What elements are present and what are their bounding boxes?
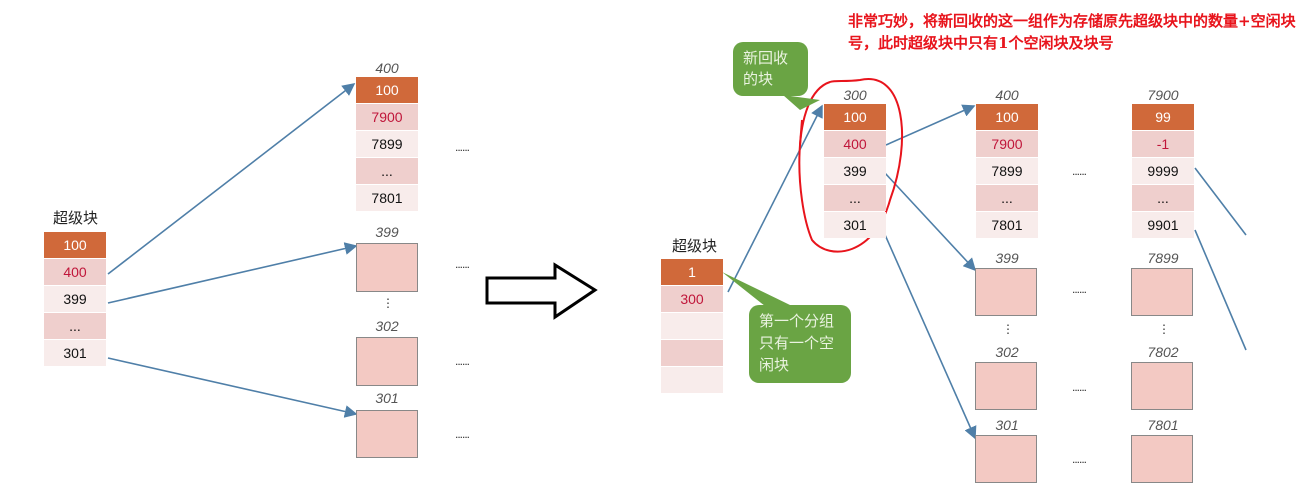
cell: 100 xyxy=(976,104,1038,130)
arrow-399 xyxy=(107,242,358,304)
arrow-group-399 xyxy=(883,171,977,272)
cell: 301 xyxy=(824,212,886,238)
block-label: 7802 xyxy=(1147,344,1179,360)
vdots: ⋮ xyxy=(382,296,394,310)
block-label: 399 xyxy=(995,250,1019,266)
cell: ... xyxy=(976,185,1038,211)
arrow-301 xyxy=(107,357,358,418)
arrow-400 xyxy=(107,83,356,275)
cell: 7801 xyxy=(356,185,418,211)
superblock-title: 超级块 xyxy=(672,238,718,255)
block-label: 301 xyxy=(995,417,1019,433)
cell: 9901 xyxy=(1132,212,1194,238)
block-label: 302 xyxy=(375,318,399,334)
callout-first-group: 第一个分组只有一个空闲块 xyxy=(749,305,851,383)
cell xyxy=(661,340,723,366)
callout-new-block: 新回收的块 xyxy=(733,42,808,96)
group-label: 7900 xyxy=(1147,87,1179,103)
red-note: 非常巧妙，将新回收的这一组作为存储原先超级块中的数量+空闲块号，此时超级块中只有… xyxy=(848,12,1296,52)
block-box xyxy=(1131,268,1193,316)
cell: ... xyxy=(356,158,418,184)
group-label: 400 xyxy=(375,60,399,76)
ellipsis: ...... xyxy=(1072,452,1087,466)
cell: 7899 xyxy=(356,131,418,157)
block-box xyxy=(975,435,1037,483)
cell: 301 xyxy=(44,340,106,366)
block-box xyxy=(975,362,1037,410)
block-label: 302 xyxy=(995,344,1019,360)
cell: 100 xyxy=(44,232,106,258)
vdots: ⋮ xyxy=(1158,322,1170,336)
cell: 9999 xyxy=(1132,158,1194,184)
cell xyxy=(661,367,723,393)
cell: ... xyxy=(44,313,106,339)
cell: -1 xyxy=(1132,131,1194,157)
block-box xyxy=(356,337,418,386)
cell: 399 xyxy=(44,286,106,312)
cell: 99 xyxy=(1132,104,1194,130)
block-box xyxy=(356,243,418,292)
cell: 400 xyxy=(824,131,886,157)
superblock-title: 超级块 xyxy=(53,210,99,227)
cell: 399 xyxy=(824,158,886,184)
ellipsis: ...... xyxy=(455,427,470,441)
vdots: ⋮ xyxy=(1002,322,1014,336)
block-label: 7899 xyxy=(1147,250,1179,266)
cell: 7900 xyxy=(976,131,1038,157)
cell xyxy=(661,313,723,339)
block-label: 301 xyxy=(375,390,399,406)
cell: 100 xyxy=(356,77,418,103)
group-label: 300 xyxy=(843,87,867,103)
cell: ... xyxy=(824,185,886,211)
cell: 7899 xyxy=(976,158,1038,184)
arrow-300 xyxy=(727,104,823,293)
cell: 7801 xyxy=(976,212,1038,238)
group-label: 400 xyxy=(995,87,1019,103)
block-box xyxy=(1131,362,1193,410)
ellipsis: ...... xyxy=(455,140,470,154)
transition-arrow xyxy=(485,262,598,320)
ellipsis: ...... xyxy=(1072,164,1087,178)
block-box xyxy=(356,410,418,458)
arrow-group-400 xyxy=(885,104,976,146)
ellipsis: ...... xyxy=(1072,380,1087,394)
block-label: 399 xyxy=(375,224,399,240)
cell: ... xyxy=(1132,185,1194,211)
block-box xyxy=(975,268,1037,316)
cell: 1 xyxy=(661,259,723,285)
cell: 100 xyxy=(824,104,886,130)
block-box xyxy=(1131,435,1193,483)
ellipsis: ...... xyxy=(455,257,470,271)
ellipsis: ...... xyxy=(455,354,470,368)
block-label: 7801 xyxy=(1147,417,1179,433)
cell: 7900 xyxy=(356,104,418,130)
arrow-group-301 xyxy=(881,227,977,440)
cell: 400 xyxy=(44,259,106,285)
ellipsis: ...... xyxy=(1072,282,1087,296)
cell: 300 xyxy=(661,286,723,312)
